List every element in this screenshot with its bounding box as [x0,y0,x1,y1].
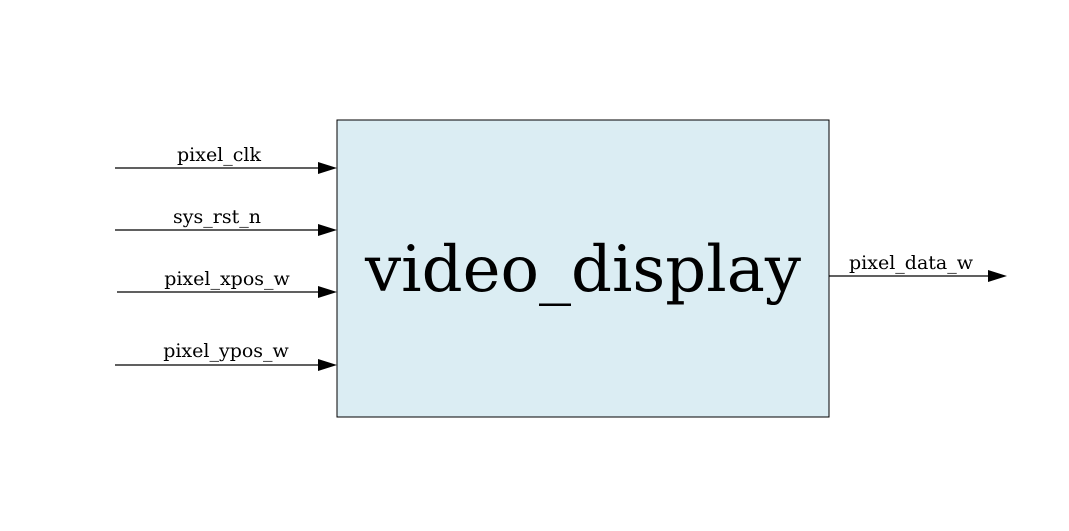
input-label: sys_rst_n [173,206,261,228]
arrow-right-icon [318,162,337,174]
input-label: pixel_clk [177,144,261,166]
arrow-right-icon [318,224,337,236]
arrow-right-icon [318,286,337,298]
input-label: pixel_xpos_w [164,268,290,290]
arrow-right-icon [318,359,337,371]
input-signal-pixel-ypos-w: pixel_ypos_w [115,340,337,371]
video-display-block [336,119,830,418]
arrow-right-icon [988,270,1007,282]
block-title: video_display [364,233,801,307]
input-signal-pixel-xpos-w: pixel_xpos_w [117,268,337,298]
input-label: pixel_ypos_w [163,340,289,362]
input-signal-pixel-clk: pixel_clk [115,144,337,174]
input-signal-sys-rst-n: sys_rst_n [115,206,337,236]
output-label: pixel_data_w [849,252,974,274]
output-signal-pixel-data-w: pixel_data_w [829,252,1007,282]
